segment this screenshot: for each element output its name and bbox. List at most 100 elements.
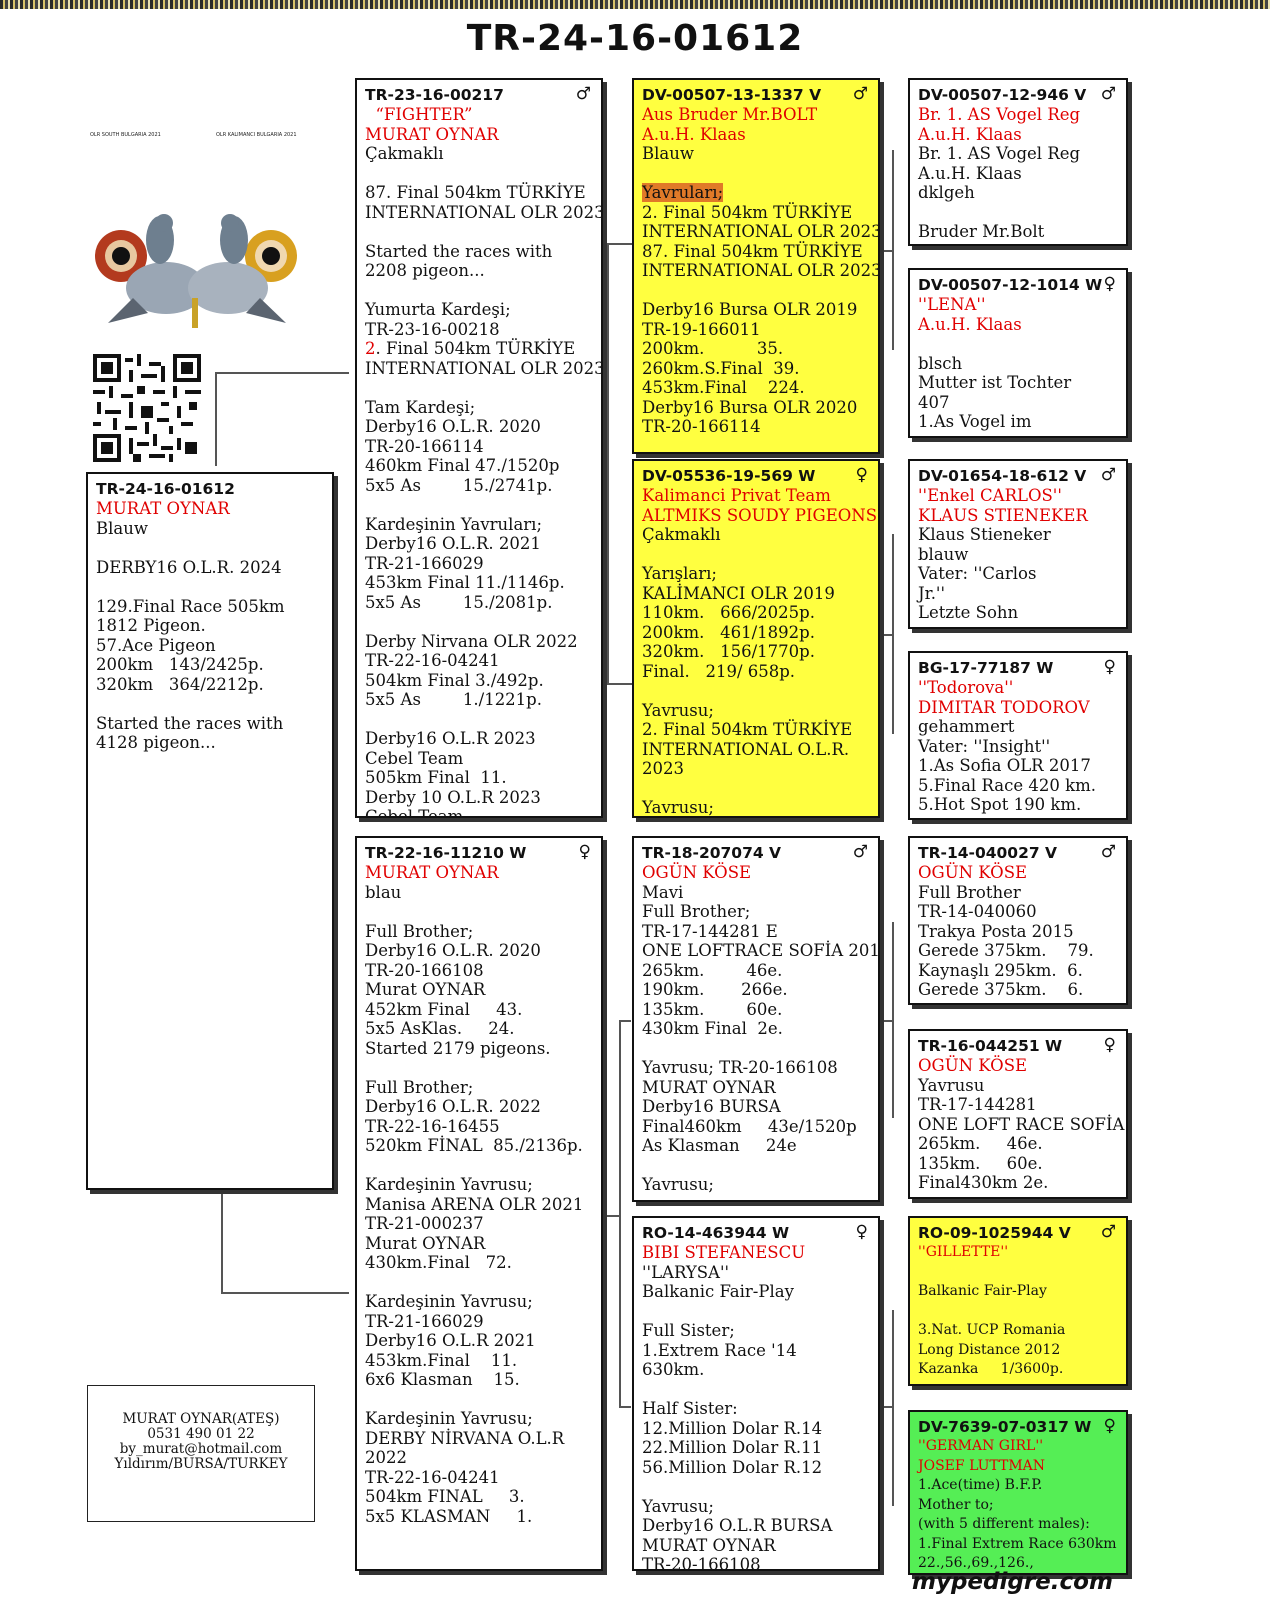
great-grandparent-card[interactable]: DV-01654-18-612 V♂''Enkel CARLOS''KLAUS … — [908, 459, 1128, 629]
detail-line — [642, 1380, 870, 1400]
detail-line: MURAT OYNAR — [642, 1077, 776, 1097]
email-address[interactable]: by_murat@hotmail.com — [119, 1441, 283, 1457]
detail-line: 22.Million Dolar R.11 — [642, 1438, 823, 1457]
detail-line: Br. 1. AS Vogel Reg — [918, 105, 1081, 124]
detail-line: Murat OYNAR — [365, 980, 486, 999]
detail-line: Kazanka 1/3600p. — [918, 1361, 1064, 1377]
detail-line: TR-21-166029 — [365, 1311, 484, 1331]
detail-line: 57.Ace Pigeon — [96, 635, 216, 655]
detail-line: 453km Final 11./1146p. — [365, 573, 565, 592]
female-symbol-icon: ♀ — [1103, 657, 1116, 677]
detail-line — [918, 203, 1118, 223]
detail-line: 2. Final 504km TÜRKİYE — [365, 339, 576, 358]
detail-line: Cebel Team — [365, 748, 464, 768]
detail-line: 200km. 461/1892p. — [642, 622, 815, 642]
owner-name: MURAT OYNAR(ATEŞ) — [122, 1411, 280, 1427]
detail-line: TR-17-144281 — [918, 1095, 1037, 1114]
detail-line: Yavrusu; — [642, 700, 714, 720]
detail-line: Derby 10 O.L.R 2023 — [365, 787, 541, 807]
ring-number: TR-22-16-11210 W — [365, 844, 527, 862]
detail-line: DERBY NİRVANA O.L.R — [365, 1428, 565, 1448]
detail-line — [642, 779, 870, 799]
detail-line: A.u.H. Klaas — [642, 124, 746, 144]
maternal-granddam-card[interactable]: RO-14-463944 W♀BIBI STEFANESCU''LARYSA''… — [632, 1216, 880, 1571]
detail-line: JOSEF LUTTMAN — [918, 1457, 1046, 1474]
detail-line — [642, 164, 870, 184]
male-symbol-icon: ♂ — [575, 84, 591, 104]
phone-number[interactable]: 0531 490 01 22 — [147, 1426, 255, 1442]
detail-line: 2208 pigeon... — [365, 261, 485, 280]
detail-line: 5x5 AsKlas. 24. — [365, 1019, 515, 1038]
detail-line: Klaus Stieneker — [918, 525, 1051, 544]
detail-line: ''Todorova'' — [918, 678, 1014, 697]
male-symbol-icon: ♂ — [852, 842, 868, 862]
detail-line: Final. 219/ 658p. — [642, 661, 796, 681]
detail-line: 260km.S.Final 39. — [642, 358, 800, 378]
detail-line: Balkanic Fair-Play — [642, 1282, 794, 1301]
detail-line: Kaynaşlı 295km. 6. — [918, 960, 1083, 980]
detail-line: ''LENA'' — [918, 295, 986, 314]
site-logo[interactable]: mypedigre.com — [912, 1569, 1113, 1595]
detail-line: Full Brother; — [365, 921, 474, 941]
detail-line: TR-22-16-04241 — [365, 651, 500, 670]
detail-line: Yavrusu; — [642, 1175, 714, 1194]
highlight-label: Yavruları; — [642, 183, 724, 202]
connector-line — [215, 372, 217, 466]
ring-number: BG-17-77187 W — [918, 659, 1054, 677]
detail-line: ''LARYSA'' — [642, 1262, 730, 1282]
detail-line — [96, 577, 324, 597]
detail-line: 5x5 As 1./1221p. — [365, 690, 542, 709]
detail-line: Long Distance 2012 — [918, 1341, 1061, 1358]
detail-line: TR-22-16-16455 — [365, 1116, 500, 1136]
detail-line: Tam Kardeşi; — [365, 397, 476, 417]
detail-line: ''GERMAN GIRL'' — [918, 1438, 1044, 1454]
ring-number: TR-18-207074 V — [642, 844, 782, 862]
detail-line: Çakmaklı — [365, 144, 444, 163]
great-grandparent-card[interactable]: RO-09-1025944 V♂''GILLETTE''Balkanic Fai… — [908, 1216, 1128, 1386]
detail-line — [918, 1263, 1118, 1283]
detail-line: TR-20-166114 — [642, 417, 761, 436]
detail-line: 1.Final Extrem Race 630km — [918, 1535, 1117, 1552]
detail-line: OGÜN KÖSE — [918, 863, 1028, 882]
qr-code[interactable] — [93, 354, 201, 462]
detail-line: Derby16 O.L.R. 2020 — [365, 417, 541, 436]
detail-line: KALİMANCI OLR 2019 — [642, 583, 835, 603]
great-grandparent-card[interactable]: DV-7639-07-0317 W♀''GERMAN GIRL''JOSEF L… — [908, 1410, 1128, 1575]
detail-line — [642, 281, 870, 301]
detail-line — [365, 612, 593, 632]
detail-line: 200km 143/2425p. — [96, 655, 264, 674]
detail-line: Yavruları; — [642, 183, 870, 203]
detail-line: 520km FİNAL 85./2136p. — [365, 1136, 583, 1155]
detail-line: Full Sister; — [642, 1321, 735, 1340]
contact-card: MURAT OYNAR(ATEŞ) 0531 490 01 22 by_mura… — [87, 1385, 315, 1522]
male-symbol-icon: ♂ — [852, 84, 868, 104]
highlight-number: 2 — [365, 339, 376, 358]
detail-line: 2023 — [642, 759, 684, 778]
detail-line: TR-14-040060 — [918, 902, 1037, 921]
detail-line: Vater: ''Insight'' — [918, 736, 1051, 756]
detail-line: Derby16 BURSA — [642, 1097, 781, 1116]
detail-line: 265km. 46e. — [918, 1134, 1043, 1153]
connector-line — [619, 1020, 621, 1408]
detail-line: Derby16 O.L.R. 2021 — [365, 534, 541, 553]
detail-line: ONE LOFT RACE SOFİA — [918, 1114, 1125, 1134]
detail-line: TR-20-166108 — [642, 1555, 761, 1571]
detail-line: 430km.Final 72. — [365, 1253, 512, 1272]
detail-line — [642, 1156, 870, 1176]
detail-line: 135km. 60e. — [642, 999, 783, 1019]
detail-line: Gerede 375km. 6. — [918, 980, 1084, 999]
great-grandparent-card[interactable]: BG-17-77187 W♀''Todorova''DIMITAR TODORO… — [908, 651, 1128, 820]
male-symbol-icon: ♂ — [1100, 1222, 1116, 1242]
detail-line: 4128 pigeon... — [96, 733, 216, 752]
